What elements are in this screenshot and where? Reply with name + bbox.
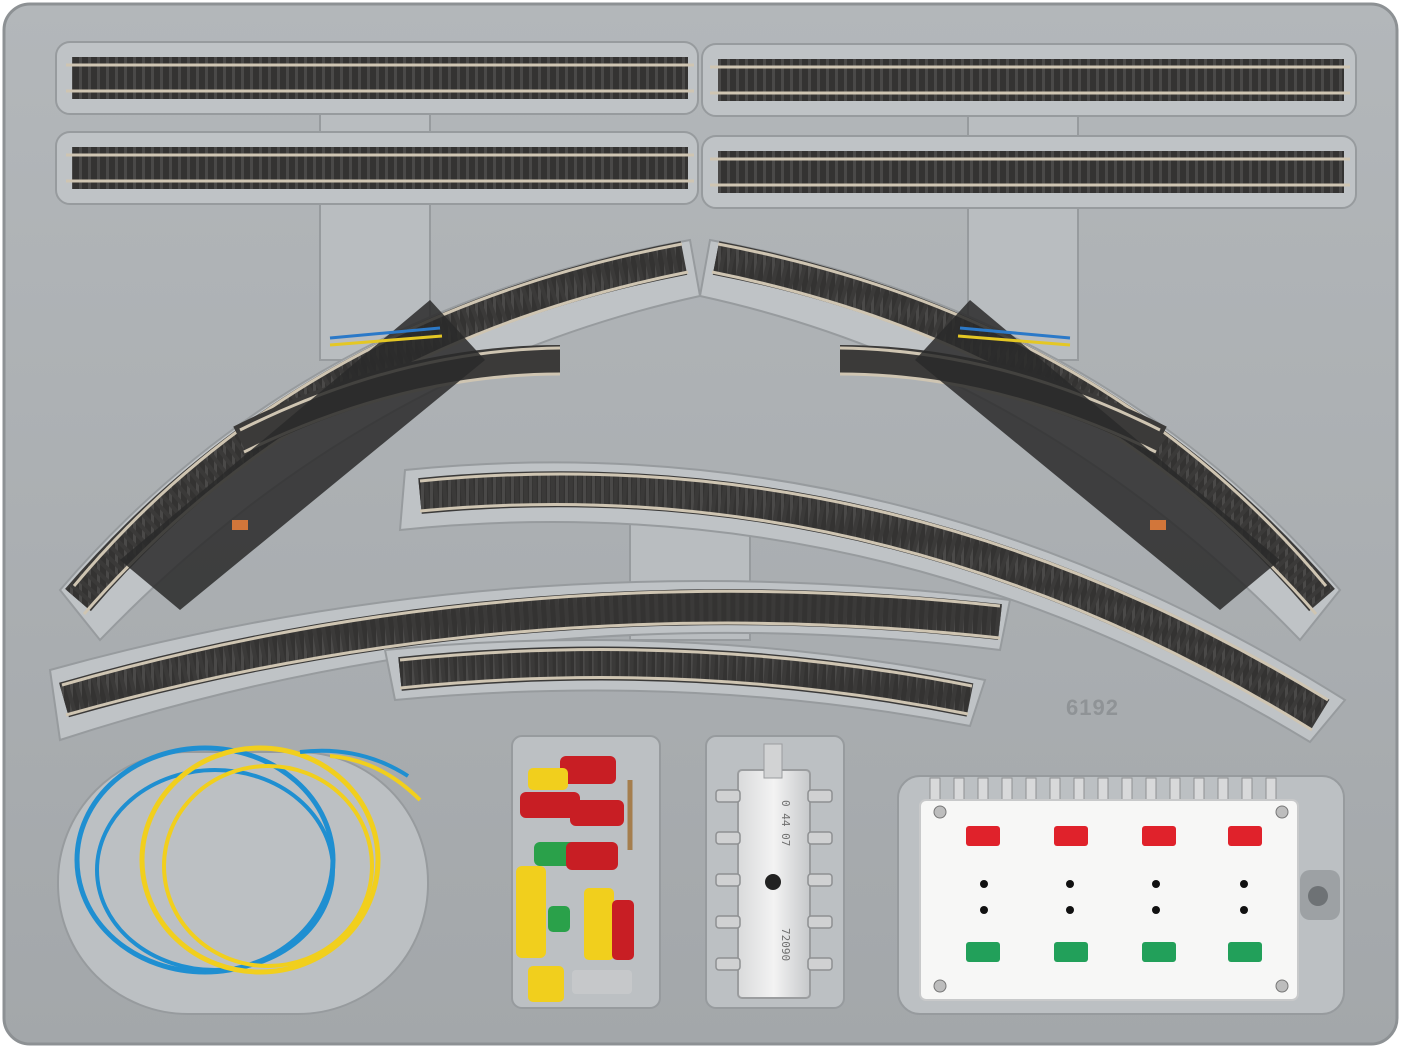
yellow-wire	[139, 745, 381, 975]
screw	[1275, 805, 1289, 819]
plug-compartment	[511, 735, 661, 1009]
control-box-compartment	[897, 775, 1345, 1015]
straight-track-3	[701, 43, 1357, 117]
red-button-1[interactable]	[966, 826, 1000, 846]
screw	[933, 805, 947, 819]
curved-track-3	[383, 639, 987, 728]
red-button-4[interactable]	[1228, 826, 1262, 846]
green-button-1[interactable]	[966, 942, 1000, 962]
control-box	[919, 799, 1299, 1001]
curved-track-2	[48, 580, 1012, 742]
red-plug	[560, 756, 616, 784]
terminal-row	[929, 777, 1277, 801]
green-button-4[interactable]	[1228, 942, 1262, 962]
screw	[933, 979, 947, 993]
red-button-3[interactable]	[1142, 826, 1176, 846]
straight-track-1	[55, 41, 699, 115]
screw	[1275, 979, 1289, 993]
distributor-compartment: 0 44 07 72090	[705, 735, 845, 1009]
mounting-hole	[765, 874, 781, 890]
green-button-3[interactable]	[1142, 942, 1176, 962]
turnout-left	[58, 238, 702, 642]
straight-track-4	[701, 135, 1357, 209]
distributor-stamp-top: 0 44 07	[779, 800, 792, 846]
turnout-right	[698, 238, 1342, 642]
straight-track-2	[55, 131, 699, 205]
tray-number: 6192	[1066, 695, 1119, 720]
red-button-2[interactable]	[1054, 826, 1088, 846]
green-button-2[interactable]	[1054, 942, 1088, 962]
wire-compartment	[57, 745, 429, 1015]
curved-track-1	[398, 461, 1347, 744]
distributor-stamp-bottom: 72090	[779, 928, 792, 961]
yellow-plug	[516, 866, 546, 958]
